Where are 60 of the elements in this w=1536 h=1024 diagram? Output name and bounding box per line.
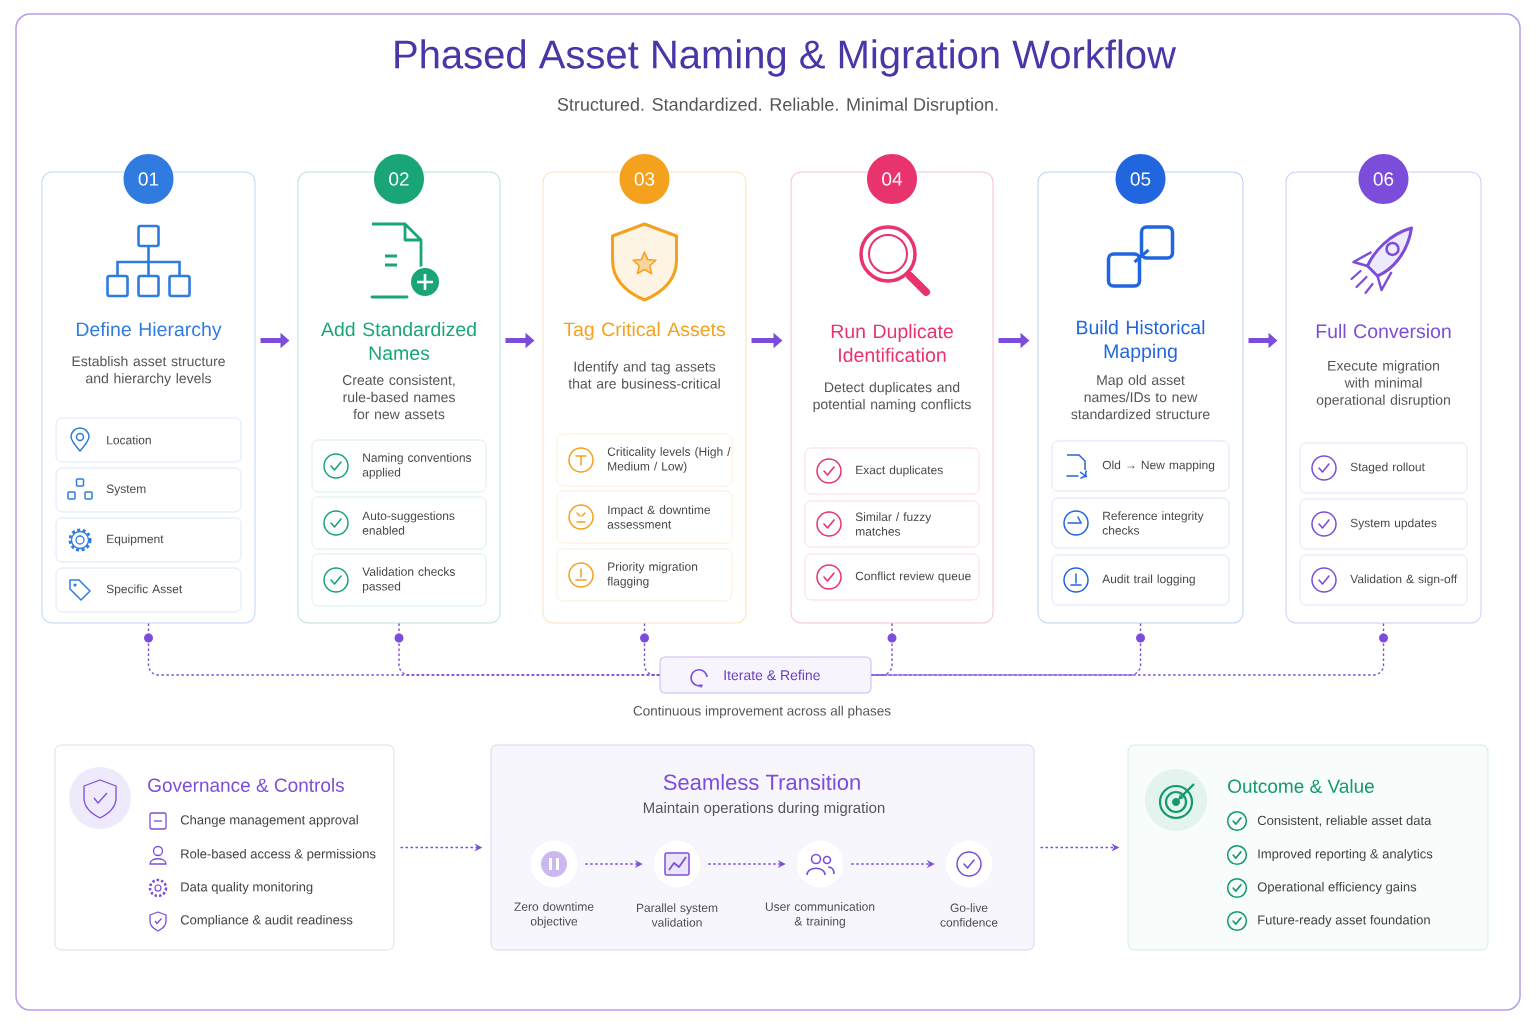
- step-number-badge: 04: [867, 154, 917, 204]
- list-text: Change management approval: [180, 814, 358, 828]
- list-item: Naming conventions applied: [311, 439, 487, 493]
- card-title: Build Historical Mapping: [1077, 320, 1205, 362]
- list-item: Staged rollout: [1299, 442, 1468, 494]
- list-item: Specific Asset: [55, 567, 242, 613]
- panel-title: Seamless Transition: [663, 773, 860, 791]
- step-caption: User communication & training: [765, 902, 875, 928]
- list-item: Validation checks passed: [311, 553, 487, 607]
- list-item: System: [55, 467, 242, 513]
- card-title: Run Duplicate Identification: [831, 323, 953, 363]
- list-text: Data quality monitoring: [181, 881, 313, 895]
- card-description: Create consistent, rule-based names for new assets: [342, 374, 455, 420]
- connector: [640, 622, 661, 676]
- list-item: Location: [55, 417, 242, 463]
- loop-caption: Continuous improvement across all phases: [633, 705, 891, 719]
- step-caption: Go-live confidence: [940, 903, 998, 927]
- list-item: Reference integrity checks: [1051, 497, 1230, 549]
- card-title: Add Standardized Names: [321, 321, 476, 361]
- connector: [870, 622, 1145, 676]
- step-number-badge: 03: [619, 154, 670, 204]
- list-item: Old → New mapping: [1051, 440, 1230, 492]
- list-item: Equipment: [55, 517, 242, 563]
- card-description: Establish asset structure and hierarchy levels: [72, 355, 225, 387]
- list-item: Auto-suggestions enabled: [311, 496, 487, 550]
- list-item: Conflict review queue: [804, 553, 980, 601]
- list-text: Operational efficiency gains: [1257, 881, 1417, 895]
- panel-subtitle: Maintain operations during migration: [643, 802, 885, 816]
- panel-title: Outcome & Value: [1228, 779, 1374, 793]
- step-number-badge: 01: [123, 154, 174, 204]
- list-item: Impact & downtime assessment: [556, 490, 733, 544]
- loop-box: Iterate & Refine: [659, 656, 872, 694]
- list-item: Exact duplicates: [804, 447, 980, 495]
- list-text: Improved reporting & analytics: [1258, 848, 1433, 862]
- panel-title: Governance & Controls: [148, 778, 344, 792]
- list-text: Consistent, reliable asset data: [1257, 815, 1432, 827]
- card-description: Execute migration with minimal operational disruption: [1316, 360, 1450, 408]
- card-description: Map old asset names/IDs to new standardized structure: [1071, 374, 1210, 420]
- subtitle: Structured. Standardized. Reliable. Minimal Disruption.: [557, 97, 998, 115]
- connector: [870, 622, 1388, 676]
- card-title: Define Hierarchy: [76, 321, 222, 341]
- step-caption: Zero downtime objective: [514, 902, 594, 928]
- card-title: Tag Critical Assets: [563, 321, 726, 341]
- list-item: System updates: [1299, 498, 1468, 550]
- list-item: Audit trail logging: [1051, 554, 1230, 606]
- step-number-badge: 06: [1358, 154, 1409, 204]
- list-item: Criticality levels (High / Medium / Low): [556, 433, 733, 487]
- step-caption: Parallel system validation: [637, 903, 718, 927]
- step-number-badge: 02: [374, 154, 424, 204]
- list-item: Priority migration flagging: [556, 548, 733, 602]
- card-title: Full Conversion: [1316, 323, 1451, 339]
- card-description: Detect duplicates and potential naming conflicts: [813, 381, 971, 413]
- list-text: Role-based access & permissions: [181, 848, 376, 862]
- list-item: Validation & sign-off: [1299, 554, 1468, 606]
- card-description: Identify and tag assets that are business-critical: [568, 361, 720, 389]
- list-item: Similar / fuzzy matches: [804, 500, 980, 548]
- list-text: Compliance & audit readiness: [180, 914, 353, 928]
- title: Phased Asset Naming & Migration Workflow: [395, 39, 1177, 77]
- step-number-badge: 05: [1115, 154, 1166, 204]
- list-text: Future-ready asset foundation: [1258, 914, 1430, 928]
